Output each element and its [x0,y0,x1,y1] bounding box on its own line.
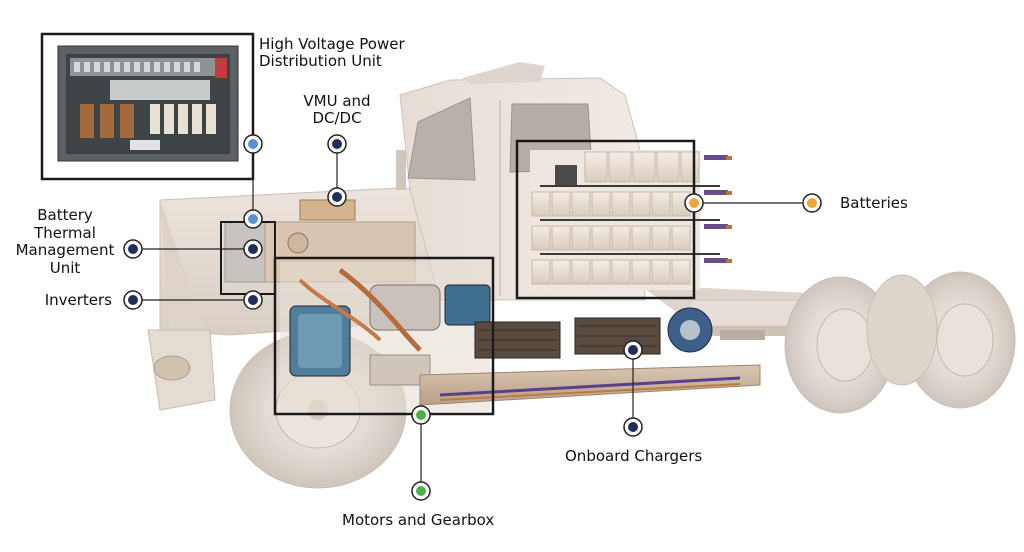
btmu-unit-marker[interactable] [243,239,263,259]
hvpdu-label-line-2: Distribution Unit [259,52,382,70]
btmu-label-line-1: Battery [37,206,93,224]
vmu-unit-marker[interactable] [327,187,347,207]
motors-unit-marker[interactable] [411,405,431,425]
vmu-marker[interactable] [327,134,347,154]
frame-rail [419,364,761,406]
onboard-chargers-label: Onboard Chargers [565,447,703,465]
btmu-label-line-2: Thermal [34,223,96,242]
inverters-marker[interactable] [123,290,143,310]
motors-label: Motors and Gearbox [342,511,495,529]
hvpdu-marker[interactable] [243,134,263,154]
hvpdu-label-line-1: High Voltage Power [259,35,405,53]
front-bumper [147,329,216,411]
batteries-marker[interactable] [802,193,822,213]
vmu-label-line-1: VMU and [303,92,371,110]
inverters-label: Inverters [44,291,112,309]
batteries-label: Batteries [840,194,908,212]
btmu-label-line-4: Unit [49,258,81,277]
motors-marker[interactable] [411,481,431,501]
btmu-label-line-3: Management [15,241,115,259]
inverters-unit-marker[interactable] [243,290,263,310]
highlight-frames [273,139,696,416]
onboard-chargers-marker[interactable] [623,417,643,437]
vmu-label-line-2: DC/DC [312,109,362,127]
rear-wheels [784,271,1016,414]
hvpdu-inset [40,32,255,181]
callout-lines [142,153,802,482]
onboard-chargers-unit-marker[interactable] [623,340,643,360]
battery-stack [530,150,732,290]
vmu-label: VMU and DC/DC [297,93,377,127]
batteries-unit-marker[interactable] [684,193,704,213]
btmu-label: Battery Thermal Management Unit [6,206,124,277]
btmu-marker[interactable] [123,239,143,259]
onboard-chargers [474,307,765,359]
hvpdu-label: High Voltage Power Distribution Unit [259,36,405,70]
hvpdu-unit-marker[interactable] [243,209,263,229]
